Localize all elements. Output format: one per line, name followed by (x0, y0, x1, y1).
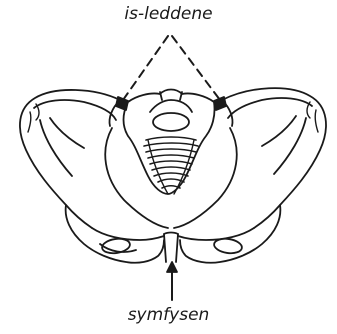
right-obturator-foramen (213, 237, 243, 255)
symphysis-arrowhead (167, 262, 177, 272)
right-pubis (178, 228, 254, 240)
right-si-joint (214, 97, 226, 110)
pubic-symphysis (164, 234, 178, 262)
sacrum-shading (144, 137, 198, 188)
label-symfysen: symfysen (0, 305, 337, 325)
left-pubis (92, 228, 164, 240)
vertebral-body (153, 113, 189, 131)
